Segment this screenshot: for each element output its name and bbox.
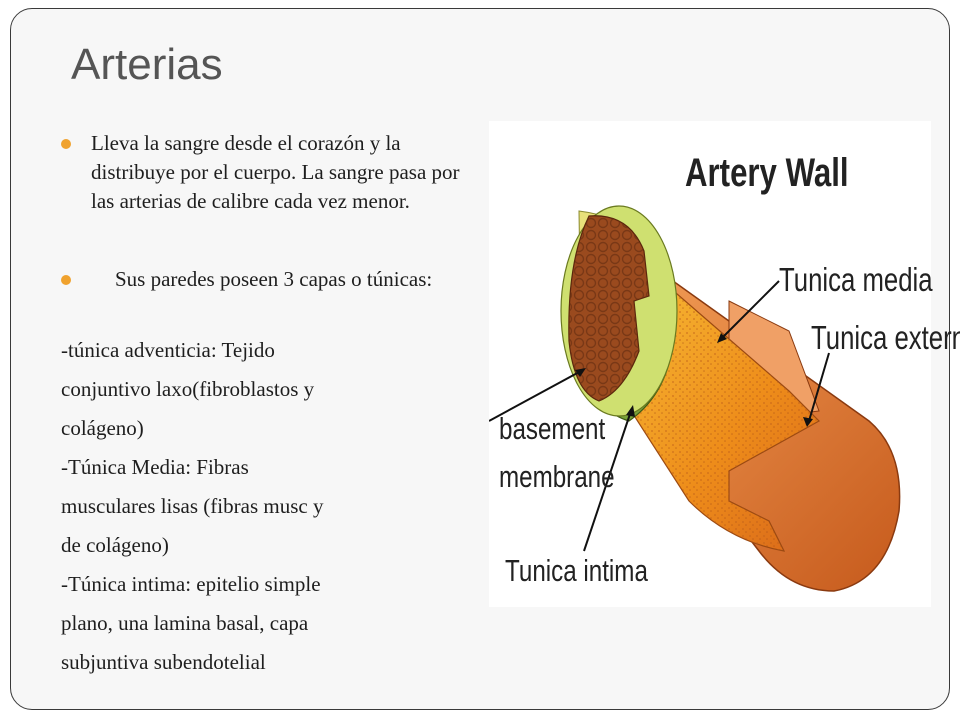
text-line: subjuntiva subendotelial: [61, 650, 266, 674]
bullet-dot-icon: [61, 139, 71, 149]
text-line: musculares lisas (fibras musc y: [61, 494, 324, 518]
text-line: -túnica adventicia: Tejido: [61, 338, 275, 362]
text-line: conjuntivo laxo(fibroblastos y: [61, 377, 315, 401]
artery-illustration: [489, 205, 901, 592]
label-tunica-media: Tunica media: [779, 261, 933, 298]
bullet-text-2: Sus paredes poseen 3 capas o túnicas:: [115, 267, 433, 291]
label-tunica-externa: Tunica externa: [811, 319, 960, 356]
arrow-externa: [808, 352, 830, 422]
text-line: de colágeno): [61, 533, 169, 557]
bullet-item-2: Sus paredes poseen 3 capas o túnicas:: [61, 265, 461, 294]
arrow-intima: [583, 410, 632, 552]
bullet-text-1: Lleva la sangre desde el corazón y la di…: [91, 131, 460, 213]
figure-title: Artery Wall: [685, 151, 849, 195]
text-line: colágeno): [61, 416, 144, 440]
slide-frame: Arterias Lleva la sangre desde el corazó…: [10, 8, 960, 710]
arrow-basement: [489, 370, 582, 422]
label-basement: basement: [499, 411, 606, 446]
text-line: -Túnica Media: Fibras: [61, 455, 249, 479]
slide-title: Arterias: [71, 40, 223, 89]
text-line: -Túnica intima: epitelio simple: [61, 572, 321, 596]
artery-wall-figure: Artery Wall Tunica media Tunica externa …: [489, 121, 960, 607]
label-membrane: membrane: [499, 459, 615, 494]
bullet-item-1: Lleva la sangre desde el corazón y la di…: [61, 129, 461, 216]
bullet-dot-icon: [61, 275, 71, 285]
arrow-media: [720, 280, 780, 340]
label-tunica-intima: Tunica intima: [505, 553, 648, 588]
layers-description: -túnica adventicia: Tejido conjuntivo la…: [61, 331, 461, 682]
text-line: plano, una lamina basal, capa: [61, 611, 309, 635]
